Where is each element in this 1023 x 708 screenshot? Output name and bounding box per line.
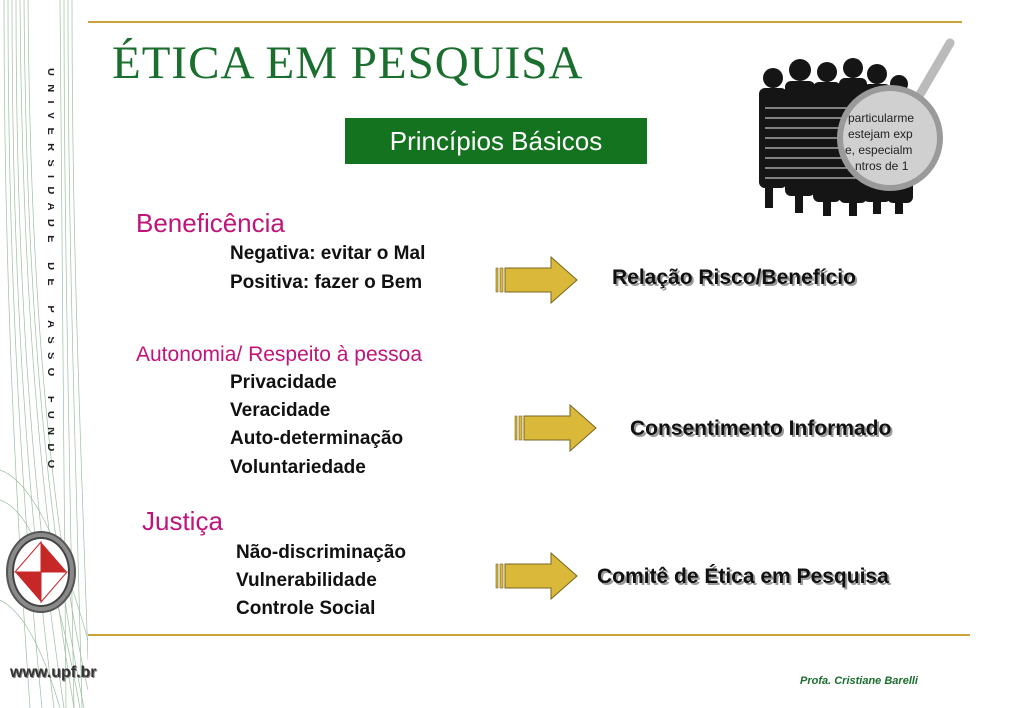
svg-text:ntros de 1: ntros de 1 — [855, 159, 909, 173]
list-item: Positiva: fazer o Bem — [230, 272, 423, 293]
website-url: www.upf.br — [10, 664, 97, 681]
svg-text:particularme: particularme — [848, 111, 914, 125]
subtitle-label: Princípios Básicos — [389, 125, 603, 156]
arrow-right-icon — [514, 404, 597, 452]
university-name-vertical: UNIVERSIDADE DE PASSO FUNDO — [45, 68, 54, 476]
arrow-right-icon — [495, 256, 578, 304]
list-item: Veracidade — [230, 400, 331, 421]
page-title: ÉTICA EM PESQUISA — [112, 37, 584, 89]
crowd-magnifier-illustration: particularme estejam exp e, especialm nt… — [759, 38, 955, 216]
list-item: Vulnerabilidade — [236, 570, 377, 591]
subtitle-box: Princípios Básicos — [345, 118, 647, 164]
arrow-right-icon — [495, 552, 578, 600]
outcome-risco-beneficio: Relação Risco/Benefício — [612, 266, 856, 289]
section-title-justica: Justiça — [142, 506, 223, 536]
section-title-autonomia: Autonomia/ Respeito à pessoa — [136, 343, 423, 366]
section-title-beneficencia: Beneficência — [136, 208, 285, 238]
list-item: Controle Social — [236, 598, 376, 619]
list-item: Privacidade — [230, 372, 337, 393]
svg-text:estejam exp: estejam exp — [848, 127, 913, 141]
list-item: Não-discriminação — [236, 542, 406, 563]
top-rule — [88, 21, 962, 23]
bottom-rule — [88, 634, 970, 636]
sidebar: UNIVERSIDADE DE PASSO FUNDO www.upf.br — [0, 0, 97, 708]
outcome-consentimento-informado: Consentimento Informado — [630, 417, 892, 440]
svg-text:UNIVERSIDADE DE PASSO FUNDO: UNIVERSIDADE DE PASSO FUNDO — [45, 68, 54, 476]
magnifying-glass-icon: particularme estejam exp e, especialm nt… — [837, 38, 955, 191]
outcome-comite-etica: Comitê de Ética em Pesquisa — [597, 565, 889, 588]
list-item: Auto-determinação — [230, 428, 404, 449]
author-credit: Profa. Cristiane Barelli — [800, 675, 918, 687]
list-item: Negativa: evitar o Mal — [230, 243, 426, 264]
list-item: Voluntariedade — [230, 457, 366, 478]
university-logo — [6, 531, 76, 613]
svg-text:e, especialm: e, especialm — [845, 143, 912, 157]
